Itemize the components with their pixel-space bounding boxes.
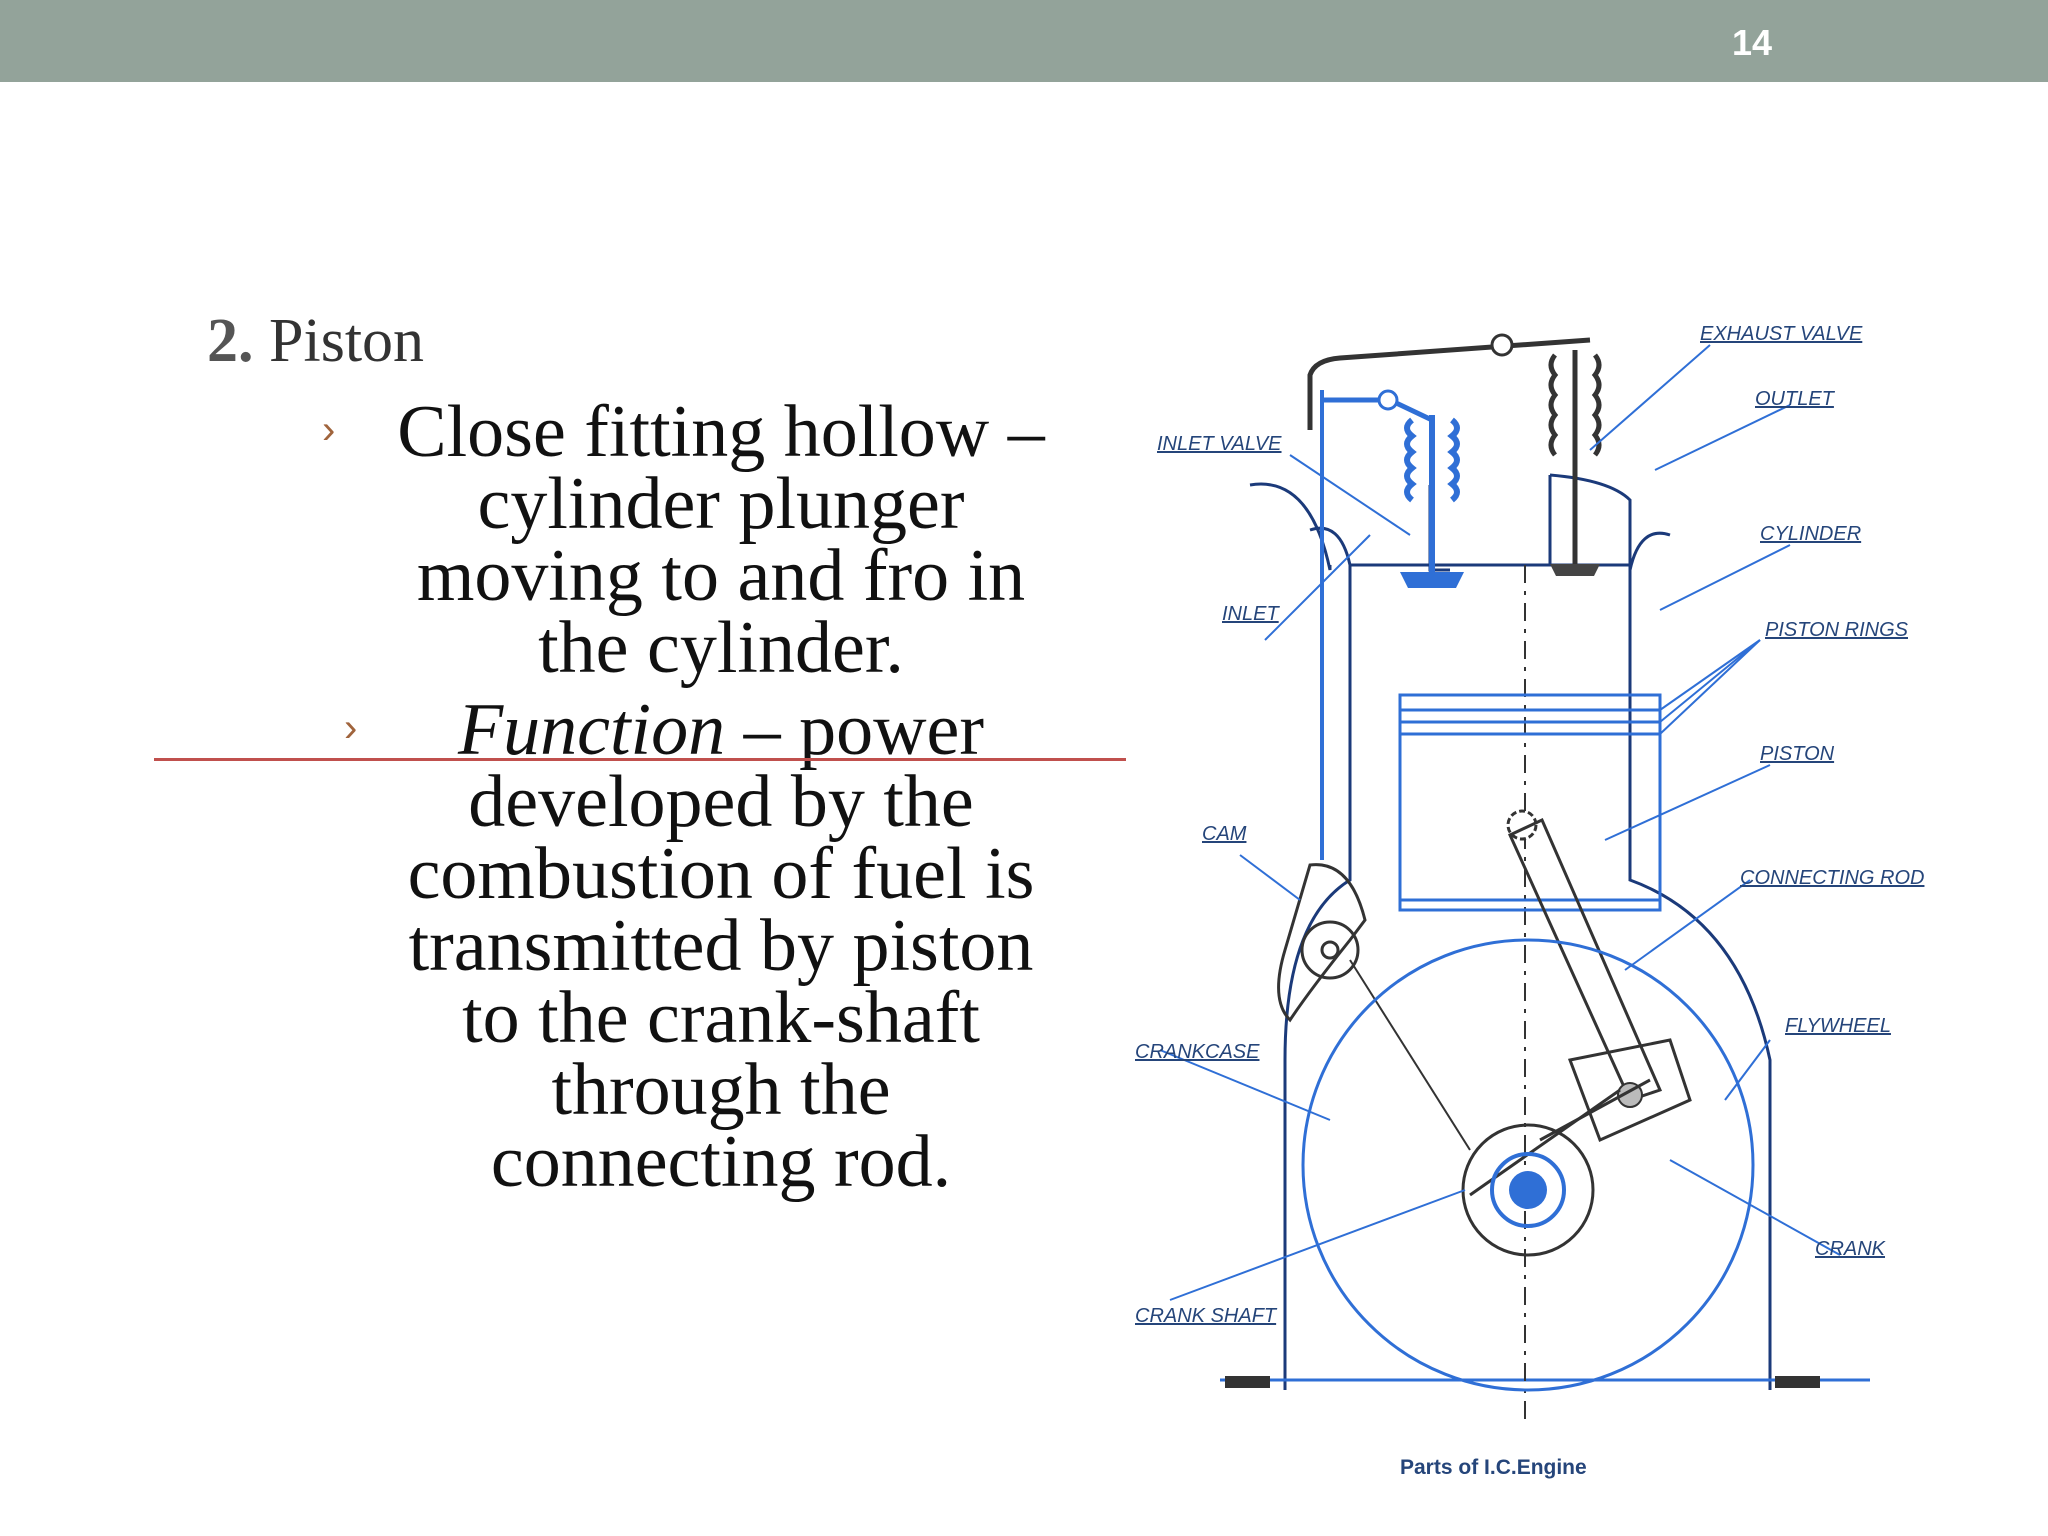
heading-number: 2. (207, 307, 254, 375)
engine-diagram: EXHAUST VALVE OUTLET INLET VALVE CYLINDE… (1135, 323, 1924, 1479)
label-inlet: INLET (1222, 603, 1280, 625)
label-piston-rings: PISTON RINGS (1765, 619, 1909, 641)
heading-title: Piston (269, 307, 425, 375)
section-heading: 2. Piston (207, 306, 424, 377)
function-text: – power developed by the combustion of f… (407, 689, 1035, 1203)
label-inlet-valve: INLET VALVE (1157, 433, 1282, 455)
diagram-caption: Parts of I.C.Engine (1400, 1456, 1587, 1479)
label-crankcase: CRANKCASE (1135, 1041, 1260, 1063)
label-exhaust-valve: EXHAUST VALVE (1700, 323, 1863, 345)
bullet-marker-icon: › (344, 706, 358, 750)
slide-number: 14 (1731, 22, 1772, 63)
bullet-marker-icon: › (322, 408, 336, 452)
bullet-function: Function – power developed by the combus… (396, 693, 1046, 1199)
function-term: Function (457, 689, 726, 771)
label-cam: CAM (1202, 823, 1247, 845)
divider-line (154, 758, 1126, 761)
label-cylinder: CYLINDER (1760, 523, 1861, 545)
label-outlet: OUTLET (1755, 388, 1836, 410)
label-flywheel: FLYWHEEL (1785, 1015, 1891, 1037)
label-crank-shaft: CRANK SHAFT (1135, 1305, 1278, 1327)
label-connecting-rod: CONNECTING ROD (1740, 867, 1924, 889)
label-piston: PISTON (1760, 743, 1835, 765)
header-bar (0, 0, 2048, 82)
bullet-definition: Close fitting hollow – cylinder plunger … (397, 391, 1045, 689)
label-crank: CRANK (1815, 1238, 1887, 1260)
